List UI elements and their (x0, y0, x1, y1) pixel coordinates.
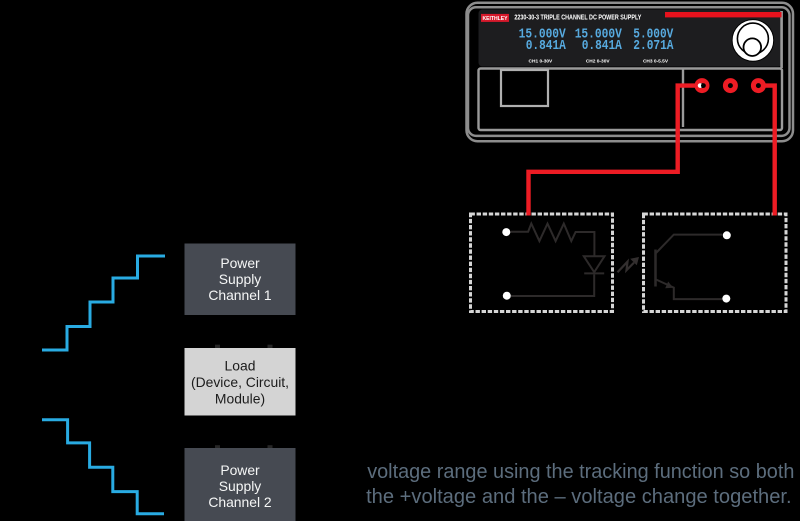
svg-text:Supply: Supply (219, 271, 262, 287)
svg-text:Power: Power (220, 255, 260, 271)
svg-text:2230-30-3 TRIPLE CHANNEL DC PO: 2230-30-3 TRIPLE CHANNEL DC POWER SUPPLY (514, 14, 641, 21)
svg-text:Power: Power (220, 462, 260, 478)
svg-text:2.071A: 2.071A (633, 39, 674, 54)
svg-text:Load: Load (225, 358, 256, 374)
svg-text:15.000V: 15.000V (575, 27, 623, 42)
svg-text:15.000V: 15.000V (519, 27, 567, 42)
svg-text:CH2 0-30V: CH2 0-30V (586, 59, 611, 65)
svg-text:CH1 0-30V: CH1 0-30V (529, 59, 554, 65)
svg-text:Channel 1: Channel 1 (208, 287, 272, 303)
svg-text:0.841A: 0.841A (582, 39, 623, 54)
svg-text:5.000V: 5.000V (633, 27, 674, 42)
svg-text:Supply: Supply (219, 478, 262, 494)
svg-text:voltage range using the tracki: voltage range using the tracking functio… (367, 461, 794, 483)
svg-text:Channel 2: Channel 2 (208, 494, 272, 510)
svg-text:Module): Module) (215, 390, 265, 406)
svg-text:KEITHLEY: KEITHLEY (483, 16, 508, 22)
svg-text:CH3 0-5.5V: CH3 0-5.5V (643, 59, 669, 65)
svg-text:(Device, Circuit,: (Device, Circuit, (191, 374, 289, 390)
svg-text:the +voltage and the – voltage: the +voltage and the – voltage change to… (366, 486, 791, 508)
svg-text:0.841A: 0.841A (526, 39, 567, 54)
